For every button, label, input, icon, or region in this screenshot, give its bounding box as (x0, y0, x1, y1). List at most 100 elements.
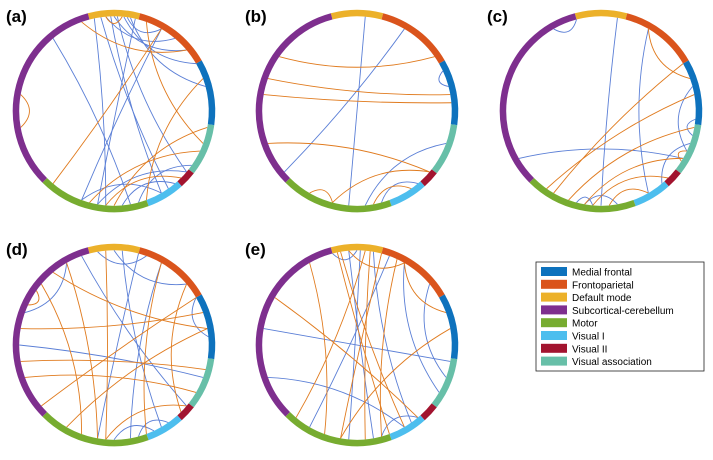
legend-swatch (541, 305, 567, 315)
panel-a-edge-negative (123, 16, 197, 65)
panel-a-edge-negative (126, 16, 162, 34)
panel-e-edge-positive (340, 328, 451, 439)
legend-swatch (541, 318, 567, 328)
panel-e-ring-segment-visual-i (389, 415, 425, 441)
panel-e-ring-segment-default-mode (330, 243, 384, 254)
panel-b: (b) (245, 7, 459, 213)
panel-a-edge-negative (116, 16, 187, 173)
panel-b-ring-segment-default-mode (330, 9, 384, 20)
panel-a-edge-positive (105, 16, 123, 24)
panel-d-edge-positive (105, 250, 108, 440)
legend-swatch (541, 331, 567, 340)
panel-c-ring-segment-medial-frontal (683, 60, 703, 126)
panel-c-edge-negative (553, 19, 577, 33)
panel-e-edge-positive (340, 253, 382, 439)
panel-c-ring (499, 9, 703, 213)
panel-a-ring-segment-medial-frontal (196, 60, 216, 126)
legend-swatch (541, 279, 567, 289)
panel-b-edge-negative (284, 28, 405, 173)
panel-a-edges (20, 15, 208, 206)
legend-swatch (541, 356, 567, 366)
panel-d-edge-negative (138, 419, 169, 437)
panel-b-ring-segment-frontoparietal (381, 13, 445, 64)
legend-label: Default mode (572, 293, 632, 304)
panel-a-edge-negative (93, 18, 107, 206)
panel-c-edge-positive (608, 188, 649, 206)
panel-d-edge-negative (121, 250, 162, 428)
panel-a-ring-segment-visual-association (188, 124, 215, 174)
panel-e-ring-segment-subcortical-cerebellum (255, 247, 333, 417)
panel-e-edge-negative (332, 250, 358, 261)
panel-d-edge-negative (113, 249, 187, 286)
panel-a-ring-segment-default-mode (87, 9, 141, 20)
panel-e-ring-segment-frontoparietal (381, 247, 445, 298)
panel-d-edge-negative (113, 425, 155, 441)
panel-b-ring-segment-visual-association (431, 124, 458, 174)
panel-a-edge-negative (52, 38, 131, 205)
panel-a-ring-segment-frontoparietal (138, 13, 202, 64)
panel-b-edges (263, 16, 452, 206)
panel-c-edge-positive (568, 127, 695, 201)
panel-d-edge-negative (97, 253, 139, 439)
panel-a-edge-negative (121, 181, 176, 206)
panel-c-edge-positive (584, 157, 684, 205)
panel-c-edge-negative (600, 17, 618, 206)
panel-d-edge-positive (20, 312, 204, 330)
panel-b-edge-negative (381, 181, 419, 203)
panel-e-edge-negative (309, 255, 390, 428)
panel-b-ring-segment-visual-i (389, 181, 425, 207)
panel-a-edge-positive (113, 127, 208, 206)
panel-d-edge-positive (41, 283, 83, 435)
panel-e-edges (263, 250, 451, 440)
legend-swatch (541, 267, 567, 276)
panel-c-edge-positive (592, 175, 669, 206)
panel-d-ring-segment-default-mode (87, 243, 141, 254)
panel-d-edge-positive (66, 262, 98, 439)
panel-e-edge-negative (381, 415, 419, 437)
legend-label: Frontoparietal (572, 280, 634, 291)
panel-e: (e) (245, 240, 459, 447)
panel-b-ring-segment-visual-ii (420, 169, 437, 187)
panel-c-ring-segment-visual-ii (664, 169, 681, 187)
panel-d-edge-positive (66, 328, 208, 428)
panel-c-edge-positive (677, 150, 687, 162)
panel-label-d: (d) (6, 240, 28, 259)
panel-c-ring-segment-default-mode (574, 9, 628, 20)
panel-c-ring-segment-motor (529, 177, 636, 213)
panel-c-ring-segment-frontoparietal (625, 13, 689, 64)
panel-d-edge-negative (19, 344, 204, 378)
panel-c-edge-negative (661, 142, 691, 184)
legend-swatch (541, 292, 567, 302)
panel-label-c: (c) (487, 7, 508, 26)
panel-a-edge-negative (97, 18, 136, 205)
panel-e-edge-positive (364, 251, 371, 440)
legend-label: Subcortical-cerebellum (572, 306, 674, 317)
panel-e-ring-segment-medial-frontal (439, 294, 459, 360)
panel-e-edge-positive (295, 250, 366, 418)
panel-a-edge-negative (97, 170, 187, 205)
panel-label-b: (b) (245, 7, 267, 26)
panel-a-edge-positive (81, 21, 187, 53)
panel-a-ring-segment-visual-ii (177, 169, 194, 187)
panel-a-ring (12, 9, 216, 213)
panel-a-ring-segment-visual-i (146, 181, 182, 207)
panel-b-edge-negative (348, 16, 366, 206)
panel-c-edge-negative (518, 148, 684, 159)
panel-b-edge-positive (267, 78, 451, 96)
panel-e-edge-negative (423, 283, 447, 378)
panel-e-edge-negative (263, 328, 451, 362)
panel-d-ring-segment-frontoparietal (138, 247, 202, 298)
panel-d-ring-segment-visual-i (146, 415, 182, 441)
panel-e-edge-negative (403, 262, 440, 393)
panel-d-edges (19, 249, 209, 441)
panel-d-edge-positive (105, 404, 187, 440)
panel-d-ring-segment-visual-ii (177, 403, 194, 421)
panel-c-edge-negative (677, 86, 693, 152)
panel-label-e: (e) (245, 240, 266, 259)
panel-b-ring-segment-motor (285, 177, 392, 213)
legend-label: Visual II (572, 344, 607, 355)
panel-e-ring-segment-visual-association (431, 358, 458, 408)
panel-d-ring-segment-medial-frontal (196, 294, 216, 360)
panel-d-edge-positive (24, 374, 197, 393)
panel-b-ring-segment-medial-frontal (439, 60, 459, 126)
